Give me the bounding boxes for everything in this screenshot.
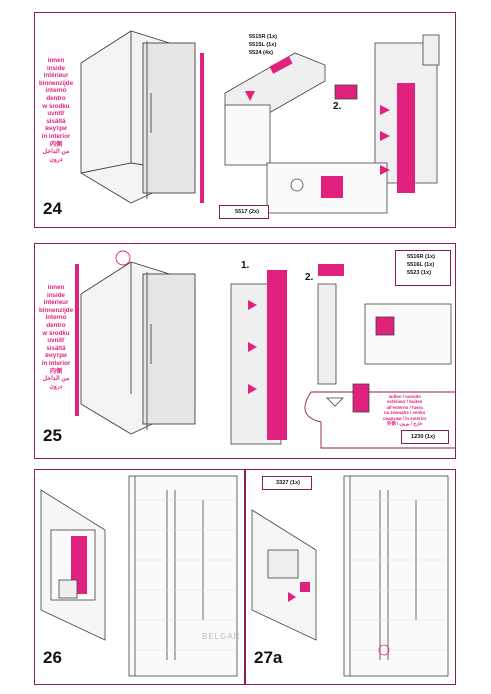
part-label: 3327 (1x) [276, 480, 300, 486]
profile-highlight [200, 53, 204, 203]
step-26-illustration [40, 475, 238, 677]
parts-box [262, 476, 312, 490]
step-mark-1: 1. [241, 260, 250, 271]
part-box [401, 430, 449, 444]
profile-highlight [75, 264, 79, 416]
step-mark-2: 2. [305, 272, 314, 283]
step-number: 26 [43, 648, 62, 667]
watermark: BELGAR [202, 632, 241, 641]
step-number: 25 [43, 426, 62, 445]
step-number: 27a [254, 648, 283, 667]
step-number: 24 [43, 199, 62, 218]
part-box [219, 205, 269, 219]
step-mark-2: 2. [333, 101, 342, 112]
part-label: 5517 (2x) [235, 209, 259, 215]
parts-list: 5516R (1x)5516L (1x)5523 (1x) [407, 254, 435, 276]
part-label: 1230 (1x) [411, 434, 435, 440]
step-27a-illustration [251, 475, 449, 677]
step-26-panel: 26 [34, 469, 245, 685]
step-24-illustration [80, 30, 440, 214]
parts-list: 5515R (1x)5515L (1x)5524 (4x) [249, 34, 277, 56]
step-27a-panel: 3327 (1x) 27a [245, 469, 456, 685]
parts-box [395, 250, 451, 286]
